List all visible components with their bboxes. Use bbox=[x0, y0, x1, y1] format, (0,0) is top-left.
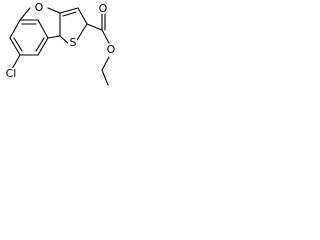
atom-label-sulfur: S bbox=[68, 36, 78, 49]
svg-text:S: S bbox=[70, 36, 77, 49]
svg-text:O: O bbox=[99, 2, 108, 15]
atom-label-ester-oxygen: O bbox=[106, 43, 116, 56]
chemical-structure-diagram: O S Cl O O bbox=[3, 1, 116, 86]
benzene-ring bbox=[9, 19, 49, 56]
chlorine-bond bbox=[11, 54, 21, 70]
thiophene-ring bbox=[59, 7, 88, 46]
atom-label-chlorine: Cl bbox=[3, 67, 19, 80]
atom-label-ring-oxygen: O bbox=[34, 1, 44, 14]
pyran-ring bbox=[19, 7, 61, 39]
ethyl-ester-group bbox=[86, 13, 110, 86]
svg-text:O: O bbox=[35, 1, 44, 14]
svg-text:O: O bbox=[107, 43, 116, 56]
svg-text:Cl: Cl bbox=[6, 67, 17, 80]
atom-label-carbonyl-oxygen: O bbox=[98, 2, 108, 15]
